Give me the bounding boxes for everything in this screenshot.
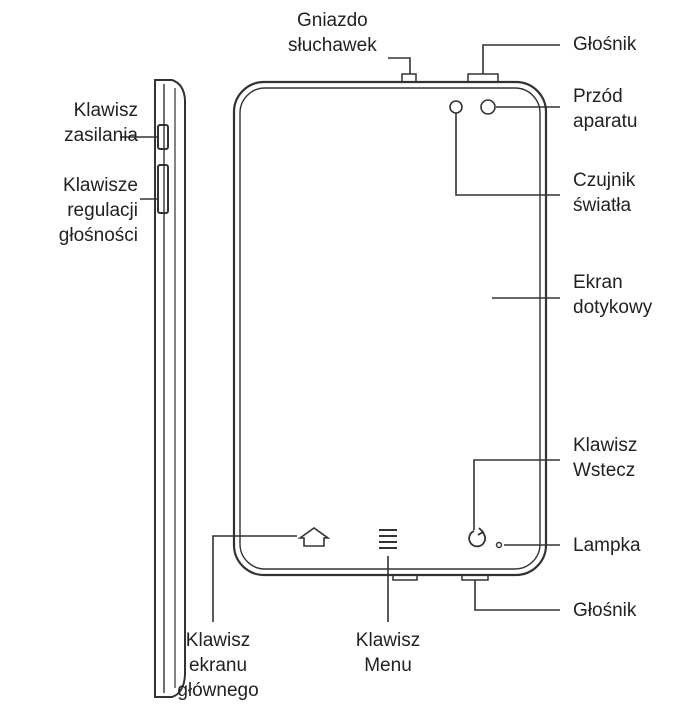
label-line: Czujnik bbox=[573, 170, 636, 191]
label-speaker-top: Głośnik bbox=[573, 32, 636, 57]
light-sensor bbox=[449, 100, 463, 114]
label-line: Ekran bbox=[573, 272, 623, 293]
front-camera bbox=[480, 99, 496, 115]
callout-home-key bbox=[212, 535, 297, 622]
phone-body bbox=[232, 80, 548, 577]
label-back-key: Klawisz Wstecz bbox=[573, 433, 637, 483]
port-bottom bbox=[392, 574, 418, 581]
label-line: głównego bbox=[177, 680, 259, 701]
callout-lines bbox=[120, 44, 560, 622]
label-line: Klawisze bbox=[63, 175, 138, 196]
phone-inner-bezel bbox=[239, 87, 541, 570]
label-front-camera: Przód aparatu bbox=[573, 84, 637, 134]
label-power-key: Klawisz zasilania bbox=[8, 98, 138, 148]
label-line: dotykowy bbox=[573, 297, 653, 318]
power-key bbox=[157, 124, 169, 150]
label-line: Lampka bbox=[573, 535, 641, 556]
label-line: Przód bbox=[573, 86, 623, 107]
label-touchscreen: Ekran dotykowy bbox=[573, 270, 652, 320]
label-led-lamp: Lampka bbox=[573, 533, 641, 558]
label-speaker-bottom: Głośnik bbox=[573, 598, 636, 623]
label-line: Wstecz bbox=[573, 460, 636, 481]
label-line: aparatu bbox=[573, 111, 638, 132]
callout-back-key bbox=[473, 459, 560, 530]
callout-light-sensor bbox=[455, 113, 560, 196]
label-line: Klawisz bbox=[73, 100, 138, 121]
home-icon bbox=[297, 527, 331, 547]
label-line: Klawisz bbox=[573, 435, 638, 456]
callout-speaker-bottom bbox=[474, 580, 560, 611]
label-light-sensor: Czujnik światła bbox=[573, 168, 635, 218]
back-icon bbox=[468, 527, 487, 548]
headphone-jack bbox=[401, 73, 417, 83]
label-line: Gniazdo bbox=[296, 10, 368, 31]
phone-side-view bbox=[154, 79, 186, 698]
led-lamp bbox=[495, 541, 503, 549]
label-line: ekranu bbox=[188, 655, 248, 676]
callout-speaker-top bbox=[482, 44, 560, 74]
label-home-key: Klawisz ekranu głównego bbox=[168, 628, 268, 703]
speaker-top bbox=[467, 73, 499, 83]
label-menu-key: Klawisz Menu bbox=[340, 628, 436, 678]
label-line: Klawisz bbox=[185, 630, 251, 651]
label-line: Menu bbox=[364, 655, 412, 676]
label-line: słuchawek bbox=[288, 35, 377, 56]
label-line: Głośnik bbox=[573, 34, 637, 55]
phone-front-view bbox=[232, 73, 548, 581]
label-volume-keys: Klawisze regulacji głośności bbox=[8, 173, 138, 248]
speaker-bottom bbox=[461, 574, 489, 581]
label-line: regulacji bbox=[67, 200, 138, 221]
label-line: Klawisz bbox=[355, 630, 421, 651]
label-line: Głośnik bbox=[573, 600, 637, 621]
label-line: głośności bbox=[58, 225, 138, 246]
label-line: światła bbox=[573, 195, 632, 216]
menu-icon bbox=[379, 529, 397, 549]
label-line: zasilania bbox=[64, 125, 138, 146]
label-headphone-jack: Gniazdo słuchawek bbox=[288, 8, 377, 58]
volume-keys bbox=[157, 164, 169, 214]
callout-headphone-jack bbox=[388, 57, 411, 74]
